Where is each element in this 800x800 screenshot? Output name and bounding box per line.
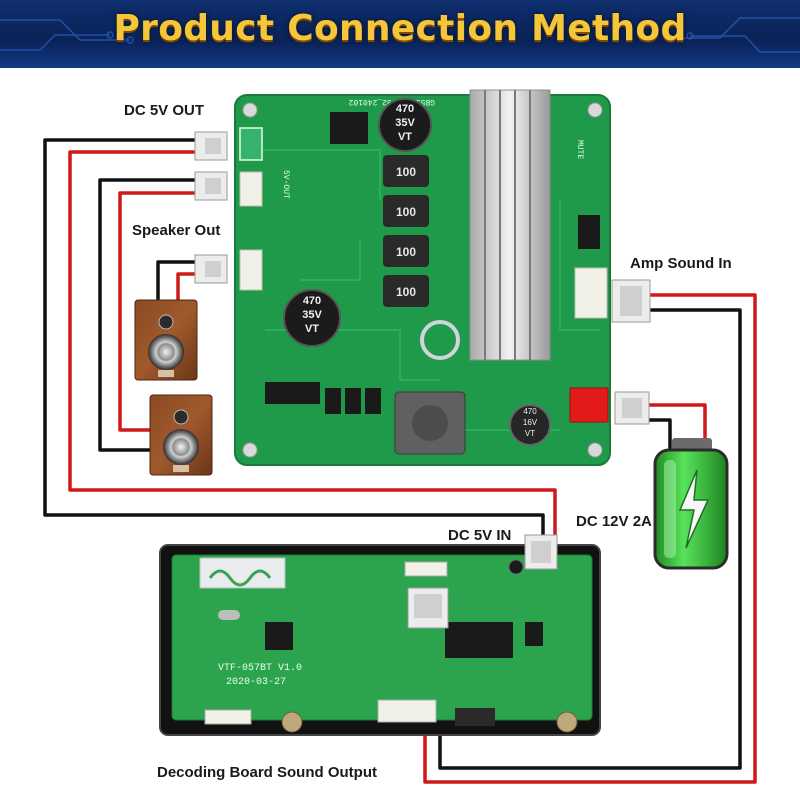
label-dc5v-out: DC 5V OUT	[124, 102, 205, 119]
svg-text:VT: VT	[305, 323, 319, 335]
decoder-board: VTF-057BT V1.0 2020-03-27	[159, 544, 601, 736]
mosfet-3	[365, 388, 381, 414]
speaker-top	[134, 299, 198, 381]
label-amp-sound-in: Amp Sound In	[630, 255, 732, 272]
svg-text:35V: 35V	[395, 117, 415, 129]
plug-dc5v-in	[524, 534, 558, 570]
mosfet-1	[325, 388, 341, 414]
capacitor-mid: 470 35V VT	[283, 289, 341, 347]
decoder-model: VTF-057BT V1.0	[218, 663, 302, 674]
label-dc5v-in: DC 5V IN	[448, 527, 512, 544]
board-connector-spk2	[239, 249, 263, 291]
toroid	[420, 320, 460, 360]
board-connector-spk1	[239, 171, 263, 207]
amp-ic	[578, 215, 600, 249]
plugs-left	[194, 131, 228, 284]
decoder-date: 2020-03-27	[226, 677, 286, 688]
header-top	[404, 561, 448, 577]
svg-text:100: 100	[396, 245, 416, 259]
wire-12v-red	[648, 403, 707, 450]
page-title: Product Connection Method	[113, 8, 687, 49]
regulator-chip	[330, 112, 368, 144]
wire-speaker2-black	[156, 260, 195, 300]
battery	[653, 438, 729, 570]
display-driver-ic	[445, 622, 513, 658]
speaker-bottom	[149, 394, 213, 476]
board-connector-5v	[239, 127, 263, 161]
header-usb	[455, 708, 495, 726]
header-bottom-left	[204, 709, 252, 725]
label-decoding-output: Decoding Board Sound Output	[157, 764, 377, 781]
svg-text:35V: 35V	[302, 309, 322, 321]
svg-text:100: 100	[396, 165, 416, 179]
heatsink	[469, 89, 551, 361]
decoder-chip	[265, 622, 293, 650]
svg-text:100: 100	[396, 285, 416, 299]
board-connector-ampin	[574, 267, 608, 319]
wire-speaker2-red	[176, 272, 195, 300]
header-bottom-mid	[377, 699, 437, 723]
svg-text:VT: VT	[525, 429, 535, 438]
svg-text:100: 100	[396, 205, 416, 219]
label-dc12v: DC 12V 2A	[576, 513, 652, 530]
board-connector-power	[569, 387, 609, 423]
driver-ic	[265, 382, 320, 404]
wire-12v-black	[648, 418, 672, 450]
wire-speaker1-red	[118, 191, 195, 432]
crystal	[218, 610, 240, 620]
svg-text:470: 470	[396, 103, 414, 115]
amplifier-board: GB5104A_V92_240102 5V-OUT MUTE 470 35V V…	[234, 89, 611, 466]
svg-text:470: 470	[303, 295, 321, 307]
inductors: 100 100 100 100	[383, 155, 429, 307]
lightning-icon	[678, 469, 710, 549]
plug-12v	[614, 391, 650, 425]
wire-5v-red	[68, 150, 557, 540]
pcb-silk-text: GB5104A_V92_240102	[348, 97, 435, 106]
banner-circuit-pattern	[0, 17, 800, 53]
pcb-mute-text: MUTE	[575, 140, 584, 159]
wire-speaker1-black	[98, 178, 195, 452]
svg-text:VT: VT	[398, 131, 412, 143]
plug-amp-in	[611, 279, 651, 323]
wire-5v-black	[43, 138, 545, 540]
mosfet-2	[345, 388, 361, 414]
pcb-5vout-text: 5V-OUT	[281, 170, 290, 199]
svg-text:16V: 16V	[523, 418, 538, 427]
capacitor-small: 470 16V VT	[509, 404, 551, 446]
capacitor-top: 470 35V VT	[378, 98, 432, 152]
small-ic	[525, 622, 543, 646]
svg-text:470: 470	[523, 407, 537, 416]
title-banner: Product Connection Method	[0, 0, 800, 68]
label-speaker-out: Speaker Out	[132, 222, 221, 239]
plug-decoder-audio	[407, 587, 449, 629]
